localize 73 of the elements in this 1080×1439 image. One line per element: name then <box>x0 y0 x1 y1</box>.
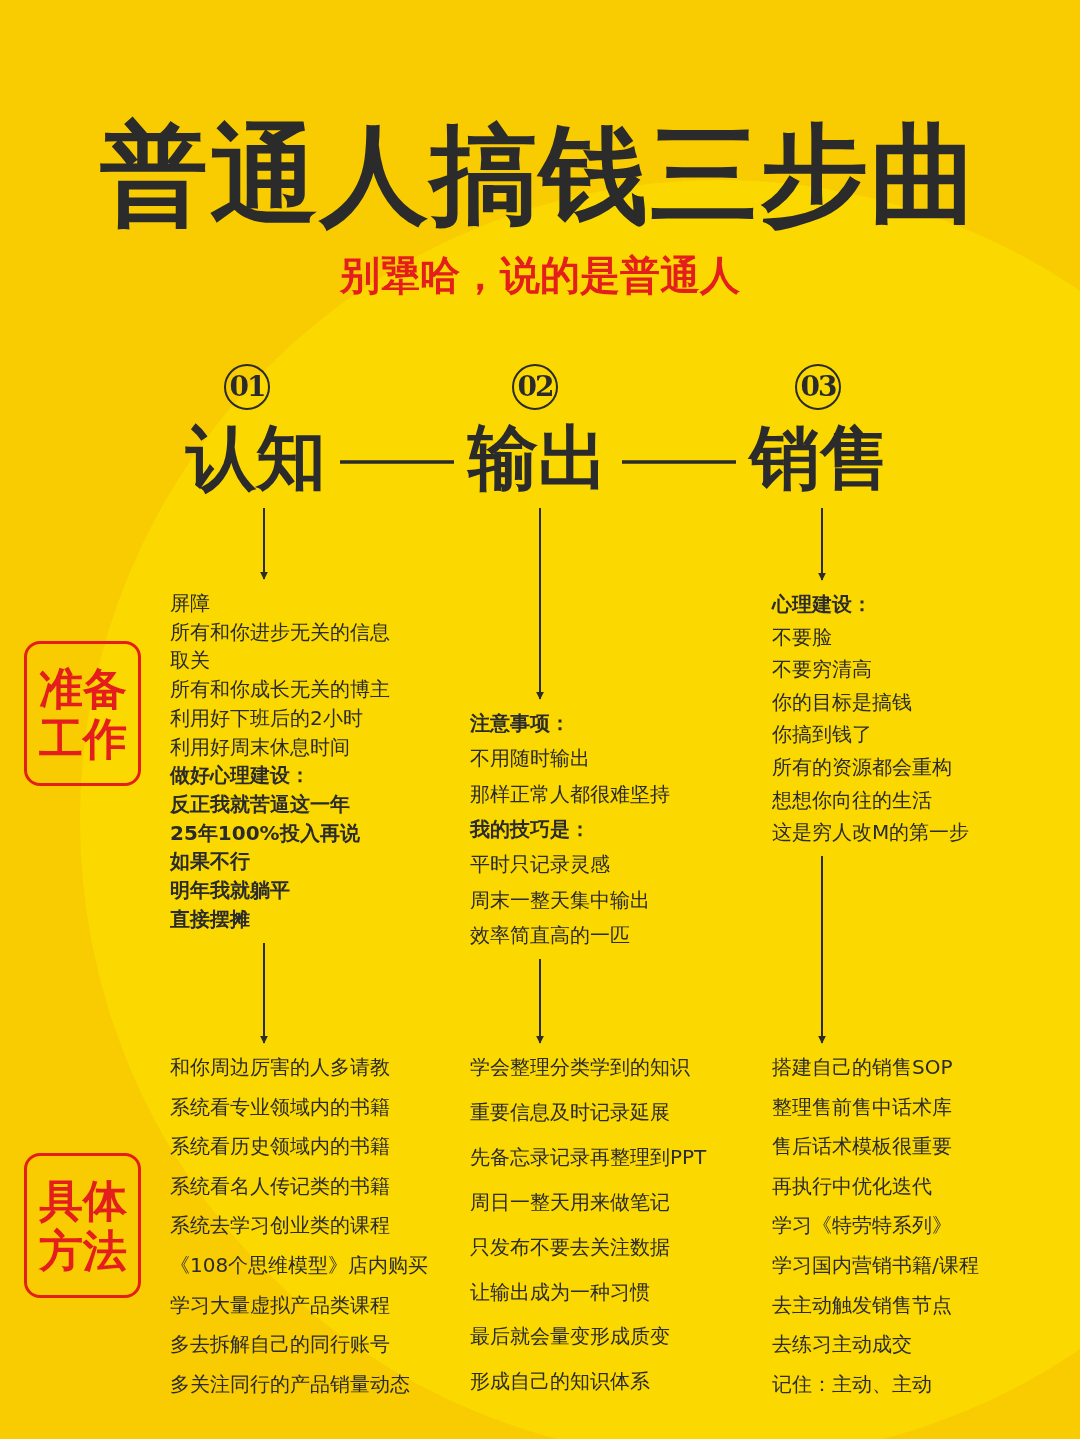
list-item-text: 学习大量虚拟产品类课程 <box>170 1293 390 1317</box>
emphasis-text: 我的技巧是： <box>470 817 590 841</box>
arrow <box>818 855 826 1044</box>
list-item-text: 利用好下班后的2小时 <box>170 706 363 730</box>
step-heading: 认知 <box>186 418 326 498</box>
list-item-text: 学习国内营销书籍/课程 <box>772 1253 979 1277</box>
list-item-text: 去主动触发销售节点 <box>772 1293 952 1317</box>
connector-line <box>622 460 736 464</box>
emphasis-text: 心理建设： <box>772 592 872 616</box>
emphasis-text: 反正我就苦逼这一年 <box>170 792 350 816</box>
list-item-text: 系统看专业领域内的书籍 <box>170 1095 390 1119</box>
list-item-text: 周日一整天用来做笔记 <box>470 1190 670 1214</box>
list-item-text: 系统看名人传记类的书籍 <box>170 1174 390 1198</box>
list-item-text: 只发布不要去关注数据 <box>470 1235 670 1259</box>
list-item-text: 重要信息及时记录延展 <box>470 1100 670 1124</box>
list-item-text: 记住：主动、主动 <box>772 1372 932 1396</box>
list-item-text: 整理售前售中话术库 <box>772 1095 952 1119</box>
step-heading: 销售 <box>750 418 890 498</box>
list-item-text: 形成自己的知识体系 <box>470 1369 650 1393</box>
list-item-text: 和你周边厉害的人多请教 <box>170 1055 390 1079</box>
list-item-text: 所有的资源都会重构 <box>772 755 952 779</box>
list-item-text: 不要脸 <box>772 625 832 649</box>
list-item-text: 再执行中优化迭代 <box>772 1174 932 1198</box>
list-item-text: 利用好周末休息时间 <box>170 735 350 759</box>
list-item-text: 搭建自己的销售SOP <box>772 1055 953 1079</box>
emphasis-text: 25年100%投入再说 <box>170 821 360 845</box>
number-badge: 01 <box>224 364 270 410</box>
list-item-text: 最后就会量变形成质变 <box>470 1324 670 1348</box>
list-item-text: 效率简直高的一匹 <box>470 923 630 947</box>
list-item-text: 多去拆解自己的同行账号 <box>170 1332 390 1356</box>
title: 普通人搞钱三步曲 <box>99 111 981 239</box>
label-box <box>24 1153 141 1298</box>
list-item-text: 平时只记录灵感 <box>470 852 610 876</box>
connector-line <box>340 460 454 464</box>
emphasis-text: 做好心理建设： <box>170 763 310 787</box>
list-item-text: 先备忘录记录再整理到PPT <box>470 1145 707 1169</box>
section-label: 具体方法 <box>37 1175 128 1276</box>
list-item-text: 想想你向往的生活 <box>772 788 932 812</box>
list-item-text: 让输出成为一种习惯 <box>470 1280 650 1304</box>
label-box <box>24 641 141 786</box>
list-item-text: 系统看历史领域内的书籍 <box>170 1134 390 1158</box>
subtitle: 别犟哈，说的是普通人 <box>338 251 741 300</box>
list-item-text: 学会整理分类学到的知识 <box>470 1055 690 1079</box>
list-item-text: 不要穷清高 <box>772 657 872 681</box>
step-heading: 输出 <box>468 418 608 498</box>
list-item-text: 去练习主动成交 <box>772 1332 912 1356</box>
number-badge: 03 <box>795 364 841 410</box>
list-item-text: 不用随时输出 <box>470 746 590 770</box>
list-item-text: 所有和你进步无关的信息 <box>170 620 390 644</box>
list-item-text: 屏障 <box>170 591 210 615</box>
list-item-text: 取关 <box>170 648 210 672</box>
list-item-text: 周末一整天集中输出 <box>470 888 650 912</box>
list-item-text: 学习《特劳特系列》 <box>772 1213 952 1237</box>
list-item-text: 系统去学习创业类的课程 <box>170 1213 390 1237</box>
section-label: 准备工作 <box>37 663 128 764</box>
emphasis-text: 注意事项： <box>470 711 570 735</box>
arrow <box>260 942 268 1044</box>
arrow <box>818 507 826 581</box>
arrow <box>536 958 544 1044</box>
list-item-text: 《108个思维模型》店内购买 <box>170 1253 429 1277</box>
arrow <box>260 507 268 580</box>
list-item-text: 你的目标是搞钱 <box>772 690 912 714</box>
emphasis-text: 明年我就躺平 <box>170 878 290 902</box>
list-item-text: 你搞到钱了 <box>772 722 872 746</box>
list-item-text: 售后话术模板很重要 <box>772 1134 952 1158</box>
list-item-text: 那样正常人都很难坚持 <box>470 782 670 806</box>
list-item-text: 多关注同行的产品销量动态 <box>170 1372 410 1396</box>
list-item-text: 所有和你成长无关的博主 <box>170 677 390 701</box>
emphasis-text: 直接摆摊 <box>170 907 250 931</box>
list-item-text: 这是穷人改M的第一步 <box>772 820 970 844</box>
number-badge: 02 <box>512 364 558 410</box>
emphasis-text: 如果不行 <box>170 849 250 873</box>
arrow <box>536 507 544 700</box>
